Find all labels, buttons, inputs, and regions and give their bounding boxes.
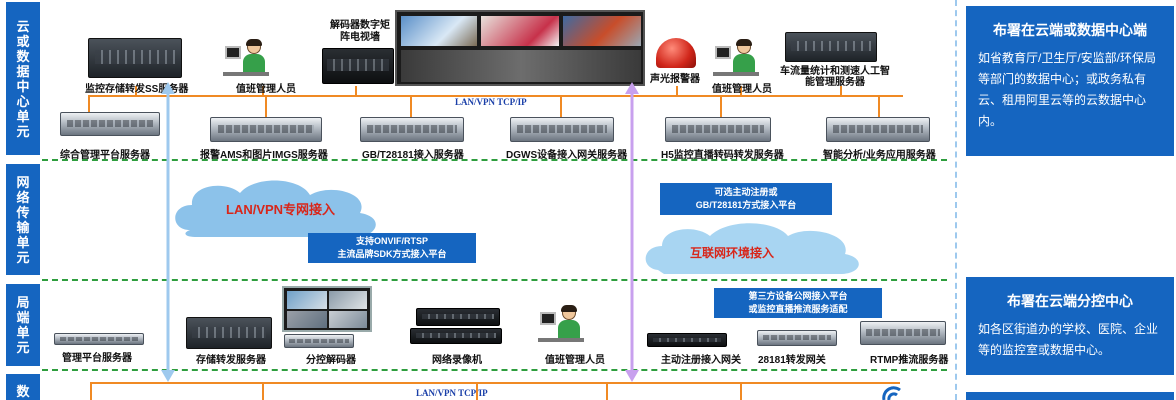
gw28181-label: 28181转发网关 [758,355,826,366]
smart-server-icon [826,117,930,142]
nvr-label: 网络录像机 [432,355,482,366]
bottom-bus-drop [262,382,264,400]
branch-panel-title: 布署在云端分控中心 [1007,293,1133,309]
divider-2 [42,279,947,281]
duty-top2-label: 值班管理人员 [712,84,772,95]
bottom-bus-label: LAN/VPN TCP/IP [416,388,488,398]
storage-server-icon [186,317,272,349]
bus-rise [262,86,264,96]
ai-server-icon [785,32,877,62]
ams-server-label: 报警AMS和图片IMGS服务器 [200,150,328,161]
mgmt-platform-label: 综合管理平台服务器 [60,150,150,161]
gateway-label: 主动注册接入网关 [661,355,741,366]
gw28181-icon [757,330,837,346]
duty-top-label: 值班管理人员 [236,84,296,95]
bus-rise [355,86,357,96]
top-bus-label: LAN/VPN TCP/IP [455,97,527,107]
lan-cloud-label: LAN/VPN专网接入 [226,202,336,217]
bus-drop [265,95,267,117]
lan-cloud-icon [175,180,376,237]
dgws-server-label: DGWS设备接入网关服务器 [506,150,628,161]
bottom-bus-drop [90,382,92,400]
internet-cloud-label: 互联网环境接入 [690,246,775,260]
decoder-matrix-icon [322,48,394,84]
decoder-display-icon [282,286,372,332]
dgws-server-icon [510,117,614,142]
layer-data-label: 数 [6,374,40,400]
smart-server-label: 智能分析/业务应用服务器 [823,150,936,161]
ams-server-icon [210,117,322,142]
bus-rise [676,86,678,96]
right-panel-divider [955,0,957,400]
bottom-network-bus [90,382,900,384]
sound-alarm-icon [656,38,696,68]
cloud-deployment-panel: 布署在云端或数据中心端 如省教育厅/卫生厅/安监部/环保局等部门的数据中心；或政… [966,6,1174,156]
divider-1 [42,159,947,161]
gb-server-icon [360,117,464,142]
ss-server-icon [88,38,182,78]
link-arrow-left [161,82,175,382]
sound-alarm-label: 声光报警器 [650,74,700,85]
h5-server-icon [665,117,771,142]
divider-3 [42,369,947,371]
bus-rise [135,86,137,96]
local-duty-label: 值班管理人员 [545,355,605,366]
cloud-panel-text: 如省教育厅/卫生厅/安监部/环保局等部门的数据中心；或政务私有云、租用阿里云等的… [978,51,1157,128]
branch-panel-text: 如各区街道办的学校、医院、企业等的监控室或数据中心。 [978,322,1159,357]
wifi-icon [882,386,901,400]
local-mgmt-server-icon [54,333,144,345]
bottom-panel-stub [966,392,1174,400]
bus-drop [560,95,562,117]
third-party-box: 第三方设备公网接入平台 或监控直播推流服务适配 [714,288,882,318]
local-mgmt-label: 管理平台服务器 [62,353,132,364]
top-network-bus [88,95,903,97]
video-wall-icon [395,10,645,86]
bus-drop [410,95,412,117]
video-wall-title: 解码器数字矩阵电视墙 [330,20,390,43]
bottom-bus-drop [476,382,478,400]
bottom-bus-drop [606,382,608,400]
ss-server-label: 监控存储转发SS服务器 [85,84,189,95]
ai-server-label: 车流量统计和测速人工智能管理服务器 [780,66,890,88]
bus-rise [840,86,842,96]
duty-operator-icon [223,39,279,80]
branch-deployment-panel: 布署在云端分控中心 如各区街道办的学校、医院、企业等的监控室或数据中心。 [966,277,1174,375]
onvif-box: 支持ONVIF/RTSP 主流品牌SDK方式接入平台 [308,233,476,263]
internet-cloud-icon [645,223,859,274]
rtmp-label: RTMP推流服务器 [870,355,949,366]
decoder-label: 分控解码器 [306,355,356,366]
gb-server-label: GB/T28181接入服务器 [362,150,464,161]
layer-local-label: 局端单元 [6,284,40,366]
bus-drop [720,95,722,117]
mgmt-platform-server-icon [60,112,160,136]
bus-rise [740,86,742,96]
bottom-bus-drop [740,382,742,400]
h5-server-label: H5监控直播转码转发服务器 [661,150,784,161]
nvr-icon [416,308,500,326]
cloud-panel-title: 布署在云端或数据中心端 [993,22,1147,38]
layer-network-label: 网络传输单元 [6,164,40,275]
layer-cloud-label: 云或数据中心单元 [6,2,40,155]
decoder-box-icon [284,334,354,348]
storage-server-label: 存储转发服务器 [196,355,266,366]
bus-drop [878,95,880,117]
registration-box: 可选主动注册或 GB/T28181方式接入平台 [660,183,832,215]
bus-drop [88,95,90,117]
local-duty-operator-icon [538,305,594,346]
link-arrow-right [625,82,639,382]
nvr-icon-2 [410,328,502,344]
gateway-icon [647,333,727,347]
duty-operator-icon-2 [713,39,769,80]
rtmp-server-icon [860,321,946,345]
